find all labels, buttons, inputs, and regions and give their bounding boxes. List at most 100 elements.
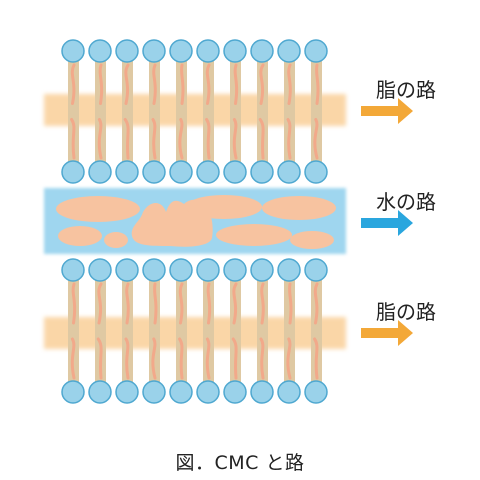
lipid-head — [250, 258, 274, 282]
tail-squiggle — [315, 63, 320, 105]
tail-squiggle — [96, 337, 103, 380]
tail-squiggle — [125, 282, 130, 325]
lipid-tail — [122, 270, 133, 392]
lipid-head — [196, 380, 220, 404]
tail-squiggle — [313, 282, 319, 325]
lipid-tail — [122, 51, 133, 172]
heads-top-lower — [61, 160, 328, 184]
tail-squiggle — [288, 282, 293, 325]
tail-squiggle — [286, 118, 292, 160]
lipid-head — [223, 39, 247, 63]
water-blob — [104, 232, 128, 248]
lipid-head — [115, 258, 139, 282]
lipid-head — [223, 160, 247, 184]
lipid-tail — [203, 51, 214, 172]
lipid-path-label-bottom: 脂の路 — [376, 300, 436, 324]
tail-squiggle — [286, 337, 292, 380]
tails-bottom — [68, 270, 322, 392]
lipid-tail — [68, 51, 79, 172]
water-arrow — [361, 210, 413, 236]
lipid-path-label-top: 脂の路 — [376, 78, 436, 102]
tail-squiggle — [71, 282, 77, 325]
tail-squiggle — [151, 118, 157, 160]
tail-squiggle — [313, 118, 319, 160]
water-blob — [216, 224, 292, 246]
tail-squiggle — [205, 118, 211, 160]
lipid-head — [169, 258, 193, 282]
tail-squiggle — [233, 63, 239, 105]
tail-squiggle — [205, 337, 211, 380]
lipid-head — [250, 160, 274, 184]
tail-squiggle — [124, 337, 130, 380]
lipid-head — [304, 39, 328, 63]
tail-squiggle — [232, 118, 238, 160]
lipid-layer-bottom — [44, 258, 346, 404]
tail-squiggle — [70, 118, 76, 160]
lipid-head — [88, 258, 112, 282]
lipid-head — [142, 258, 166, 282]
lipid-tail — [149, 270, 160, 392]
lipid-head — [250, 39, 274, 63]
lipid-head — [115, 380, 139, 404]
lipid-head — [304, 160, 328, 184]
tail-squiggle — [178, 118, 184, 160]
lipid-head — [88, 39, 112, 63]
tail-squiggle — [70, 337, 76, 380]
water-blob — [56, 196, 140, 222]
lipid-arrow-top — [361, 98, 413, 124]
tail-squiggle — [178, 282, 184, 325]
lipid-head — [196, 160, 220, 184]
lipid-head — [304, 258, 328, 282]
lipid-head — [61, 39, 85, 63]
lipid-head — [142, 39, 166, 63]
water-path-label: 水の路 — [376, 190, 436, 214]
lipid-tail — [176, 270, 187, 392]
tail-squiggle — [231, 337, 238, 380]
tail-squiggle — [180, 63, 185, 105]
tail-squiggle — [124, 63, 130, 105]
lipid-tail — [311, 270, 322, 392]
tail-squiggle — [153, 282, 158, 325]
tail-squiggle — [313, 337, 319, 380]
tail-squiggle — [98, 63, 104, 105]
lipid-tail — [230, 270, 241, 392]
water-blob — [186, 195, 262, 219]
lipid-layer-top — [44, 39, 346, 184]
tail-squiggle — [232, 282, 238, 325]
lipid-tail — [284, 270, 295, 392]
lipid-head — [277, 160, 301, 184]
lipid-head — [169, 160, 193, 184]
tail-squiggle — [97, 282, 103, 325]
lipid-tail — [257, 51, 268, 172]
lipid-head — [88, 380, 112, 404]
heads-bottom-lower — [61, 380, 328, 404]
lipid-head — [250, 380, 274, 404]
tails-top — [68, 51, 322, 172]
water-blob — [262, 196, 336, 220]
tail-squiggle — [259, 63, 265, 105]
lipid-tail — [95, 51, 106, 172]
lipid-head — [169, 39, 193, 63]
lipid-tail — [257, 270, 268, 392]
lipid-head — [61, 258, 85, 282]
tail-squiggle — [259, 337, 265, 380]
lipid-head — [223, 258, 247, 282]
tail-squiggle — [258, 118, 265, 160]
figure-caption: 図．CMC と路 — [175, 452, 305, 474]
water-layer — [44, 188, 346, 254]
tail-squiggle — [70, 63, 76, 105]
water-blob — [290, 231, 334, 249]
tail-squiggle — [123, 118, 130, 160]
heads-top-upper — [61, 39, 328, 63]
lipid-band-bottom — [44, 317, 346, 349]
lipid-tail — [311, 51, 322, 172]
lipid-head — [277, 258, 301, 282]
tail-squiggle — [206, 282, 212, 325]
lipid-arrow-bottom — [361, 320, 413, 346]
lipid-head — [88, 160, 112, 184]
lipid-head — [277, 39, 301, 63]
lipid-head — [61, 380, 85, 404]
lipid-head — [61, 160, 85, 184]
lipid-tail — [230, 51, 241, 172]
